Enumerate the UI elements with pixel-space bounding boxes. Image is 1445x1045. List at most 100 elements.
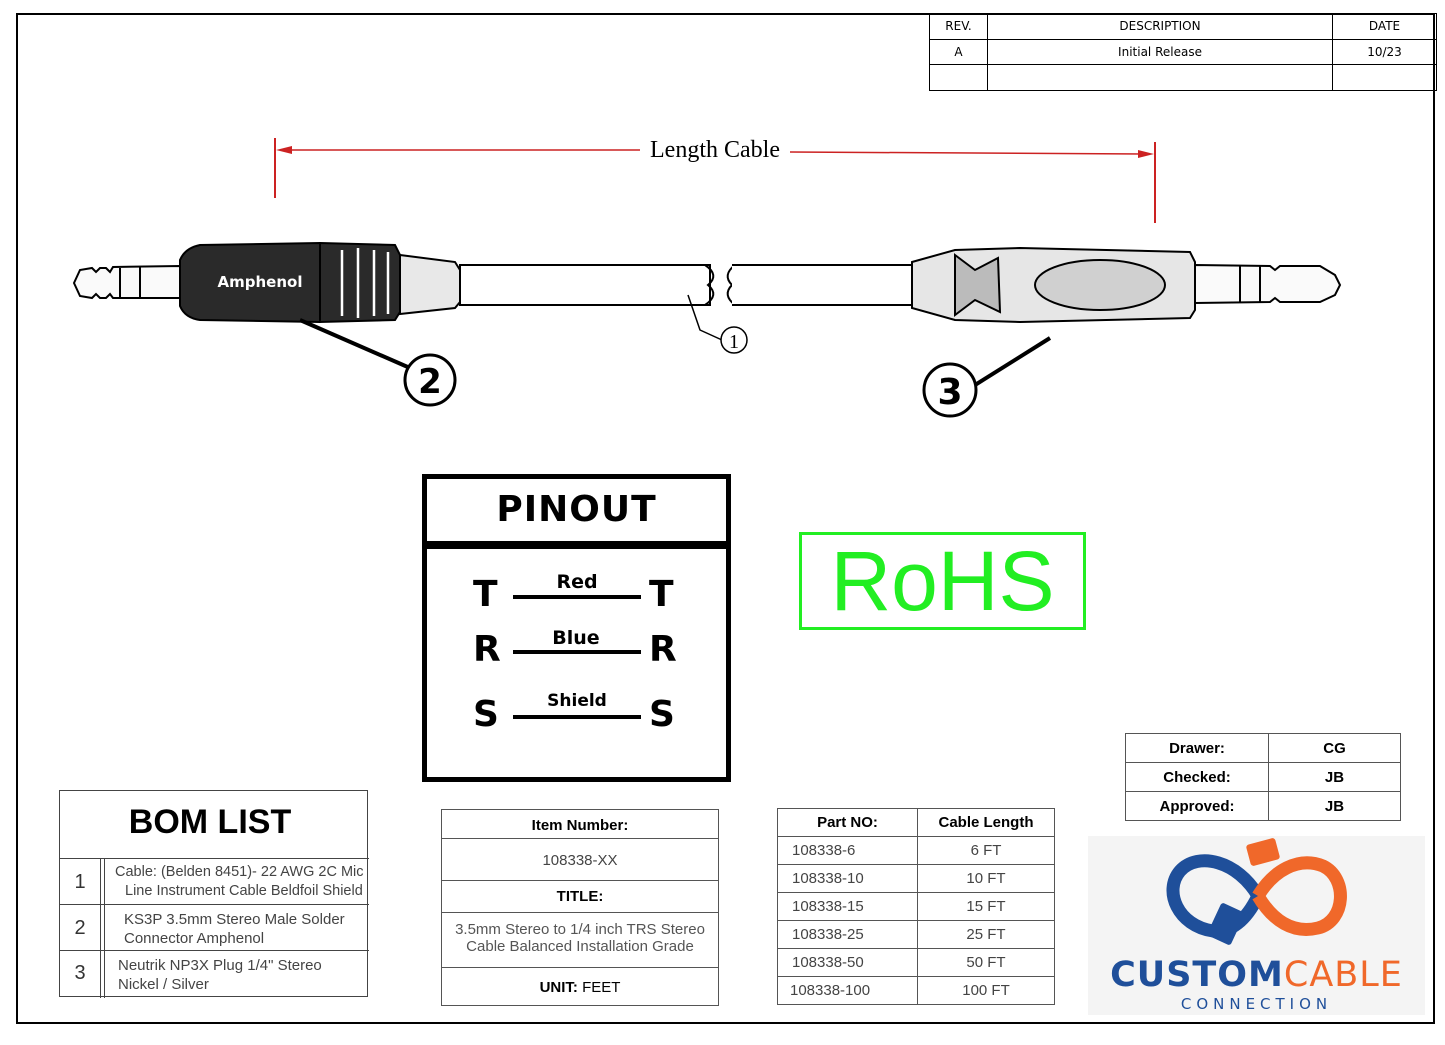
bom-item-line2: Connector Amphenol [124,930,265,947]
pin-wire-sleeve [513,715,641,719]
cable-drawing: Length Cable Amphenol [72,137,1342,418]
bom-item-line1: Cable: (Belden 8451)- 22 AWG 2C Mic [115,864,364,880]
cable-length: 100 FT [917,976,1055,1005]
item-number-value: 108338-XX [442,838,718,881]
part-table-header: Part NO: Cable Length [777,808,1055,837]
revision-table: REV. DESCRIPTION DATE A Initial Release … [929,13,1437,91]
right-connector [911,246,1342,324]
bom-item-line1: KS3P 3.5mm Stereo Male Solder [124,911,345,928]
cable-length-header: Cable Length [917,808,1055,837]
bom-item-number: 2 [60,905,101,951]
part-row: 108338-50 50 FT [777,948,1055,977]
date-cell-empty [1332,64,1437,91]
date-header: DATE [1332,13,1437,40]
drawer-value: CG [1268,733,1401,763]
logo-wordmark: CUSTOMCABLE [1088,955,1425,995]
pin-wire-tip [513,595,641,599]
callout-2-label: 2 [418,362,442,402]
pinout-box: PINOUT T Red T R Blue R S Shield S [422,474,731,782]
callout-1-label: 1 [729,331,739,353]
cable-length: 50 FT [917,948,1055,977]
cable-length: 25 FT [917,920,1055,949]
bom-list: BOM LIST 1 Cable: (Belden 8451)- 22 AWG … [59,790,369,998]
bom-item-number: 3 [60,951,101,998]
pin-left-ring: R [473,629,501,670]
revision-row-empty [929,64,1437,91]
bom-item-number: 1 [60,859,101,905]
pin-right-ring: R [649,629,677,670]
item-number-label: Item Number: [531,817,629,834]
amphenol-brand-label: Amphenol [218,273,303,291]
pin-right-tip: T [649,574,674,615]
checked-value: JB [1268,762,1401,792]
approved-label: Approved: [1125,791,1269,821]
bom-item-line2: Nickel / Silver [118,976,209,993]
unit-label: UNIT: [539,979,578,996]
logo-word-custom: CUSTOM [1110,955,1284,995]
title-label: TITLE: [442,880,718,913]
part-number-table: Part NO: Cable Length 108338-6 6 FT 1083… [777,808,1055,1005]
callout-leaders [299,294,1052,387]
signoff-row: Approved: JB [1125,791,1401,821]
bom-title: BOM LIST [128,803,292,841]
bom-row: 2 KS3P 3.5mm Stereo Male Solder Connecto… [60,904,369,951]
title-value: 3.5mm Stereo to 1/4 inch TRS Stereo Cabl… [442,912,718,968]
logo-word-cable: CABLE [1283,955,1403,995]
signoff-row: Checked: JB [1125,762,1401,792]
left-connector [72,241,711,324]
item-title-block: Item Number: 108338-XX TITLE: 3.5mm Ster… [441,809,719,1006]
pin-wire-label-blue: Blue [552,627,600,649]
part-number: 108338-50 [777,948,918,977]
callout-1-circle [720,326,748,354]
cable-length: 15 FT [917,892,1055,921]
part-row: 108338-15 15 FT [777,892,1055,921]
unit-row: UNIT: FEET [442,967,718,1006]
pin-left-sleeve: S [473,694,499,735]
length-cable-label: Length Cable [650,137,780,163]
callout-3-circle [922,362,978,418]
part-number: 108338-100 [777,976,918,1005]
description-header: DESCRIPTION [987,13,1333,40]
rev-cell-empty [929,64,988,91]
pin-left-tip: T [473,574,498,615]
callout-2-circle [403,353,457,407]
bom-row: 1 Cable: (Belden 8451)- 22 AWG 2C Mic Li… [60,858,369,905]
date-cell: 10/23 [1332,38,1437,66]
title-line1: 3.5mm Stereo to 1/4 inch TRS Stereo [455,921,705,938]
pin-wire-label-red: Red [556,571,598,593]
bom-item-line2: Line Instrument Cable Beldfoil Shield [125,883,363,899]
revision-header-row: REV. DESCRIPTION DATE [929,13,1437,40]
pin-wire-label-shield: Shield [547,691,607,711]
cable-break [704,264,915,306]
approved-value: JB [1268,791,1401,821]
pin-right-sleeve: S [649,694,675,735]
cable-length: 10 FT [917,864,1055,893]
part-row: 108338-25 25 FT [777,920,1055,949]
bom-row: 3 Neutrik NP3X Plug 1/4" Stereo Nickel /… [60,950,369,998]
length-dimension [274,138,1156,223]
part-row: 108338-6 6 FT [777,836,1055,865]
pinout-divider [427,541,726,549]
part-number: 108338-25 [777,920,918,949]
pin-wire-ring [513,650,641,654]
signoff-row: Drawer: CG [1125,733,1401,763]
bom-item-line1: Neutrik NP3X Plug 1/4" Stereo [118,957,322,974]
revision-row: A Initial Release 10/23 [929,38,1437,66]
signoff-table: Drawer: CG Checked: JB Approved: JB [1125,733,1401,821]
logo-subtitle: CONNECTION [1180,995,1333,1013]
part-no-header: Part NO: [777,808,918,837]
cable-loop-icon [1166,838,1347,945]
callout-3-label: 3 [937,372,962,413]
company-logo: CUSTOMCABLE CONNECTION [1088,836,1425,1015]
title-line2: Cable Balanced Installation Grade [466,938,694,955]
part-number: 108338-15 [777,892,918,921]
rohs-badge: RoHS [799,532,1086,630]
unit-value: FEET [582,979,621,996]
part-number: 108338-10 [777,864,918,893]
part-number: 108338-6 [777,836,918,865]
cable-length: 6 FT [917,836,1055,865]
part-row: 108338-100 100 FT [777,976,1055,1005]
pinout-title: PINOUT [496,489,657,530]
checked-label: Checked: [1125,762,1269,792]
part-row: 108338-10 10 FT [777,864,1055,893]
